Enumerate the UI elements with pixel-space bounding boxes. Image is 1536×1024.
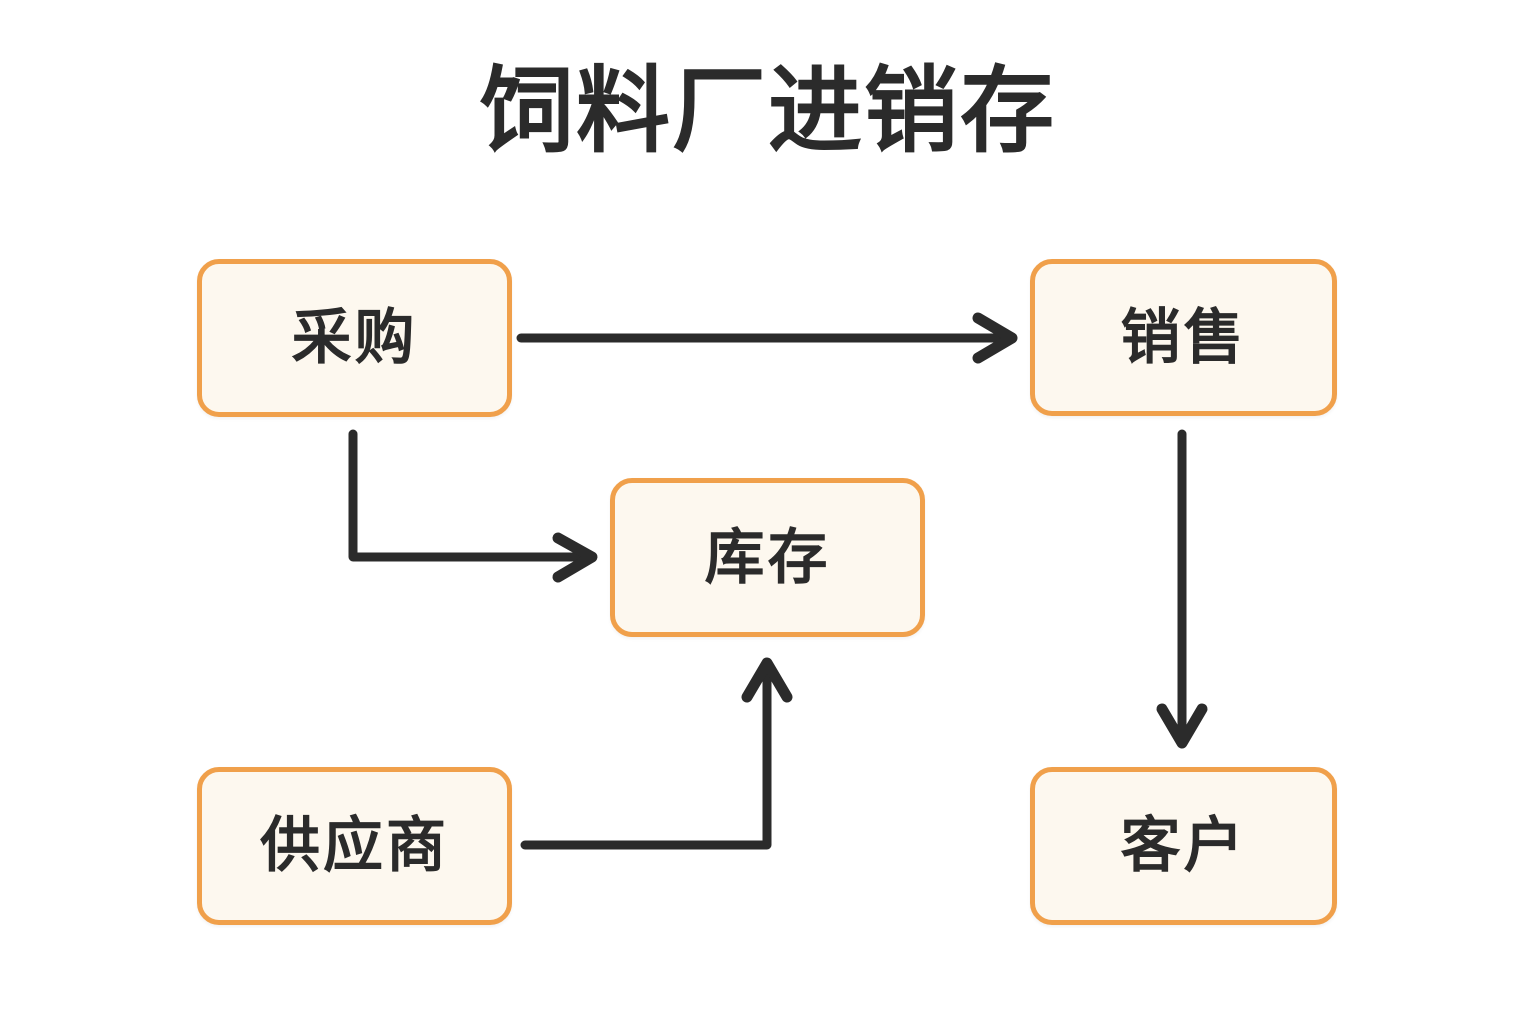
edge-procurement-to-sales <box>516 312 1018 364</box>
node-procurement-label: 采购 <box>291 303 418 373</box>
node-inventory[interactable]: 库存 <box>610 478 925 637</box>
page-title: 饲料厂进销存 <box>479 57 1056 166</box>
node-inventory-label: 库存 <box>704 522 831 593</box>
edge-supplier-to-inventory <box>520 657 793 850</box>
node-sales-label: 销售 <box>1120 302 1247 373</box>
node-supplier-label: 供应商 <box>260 811 449 881</box>
node-customer[interactable]: 客户 <box>1030 767 1337 925</box>
node-customer-label: 客户 <box>1120 811 1247 881</box>
node-procurement[interactable]: 采购 <box>197 259 512 417</box>
node-supplier[interactable]: 供应商 <box>197 767 512 925</box>
node-sales[interactable]: 销售 <box>1030 259 1337 416</box>
edge-sales-to-customer <box>1156 429 1208 749</box>
edge-procurement-to-inventory <box>348 429 598 583</box>
